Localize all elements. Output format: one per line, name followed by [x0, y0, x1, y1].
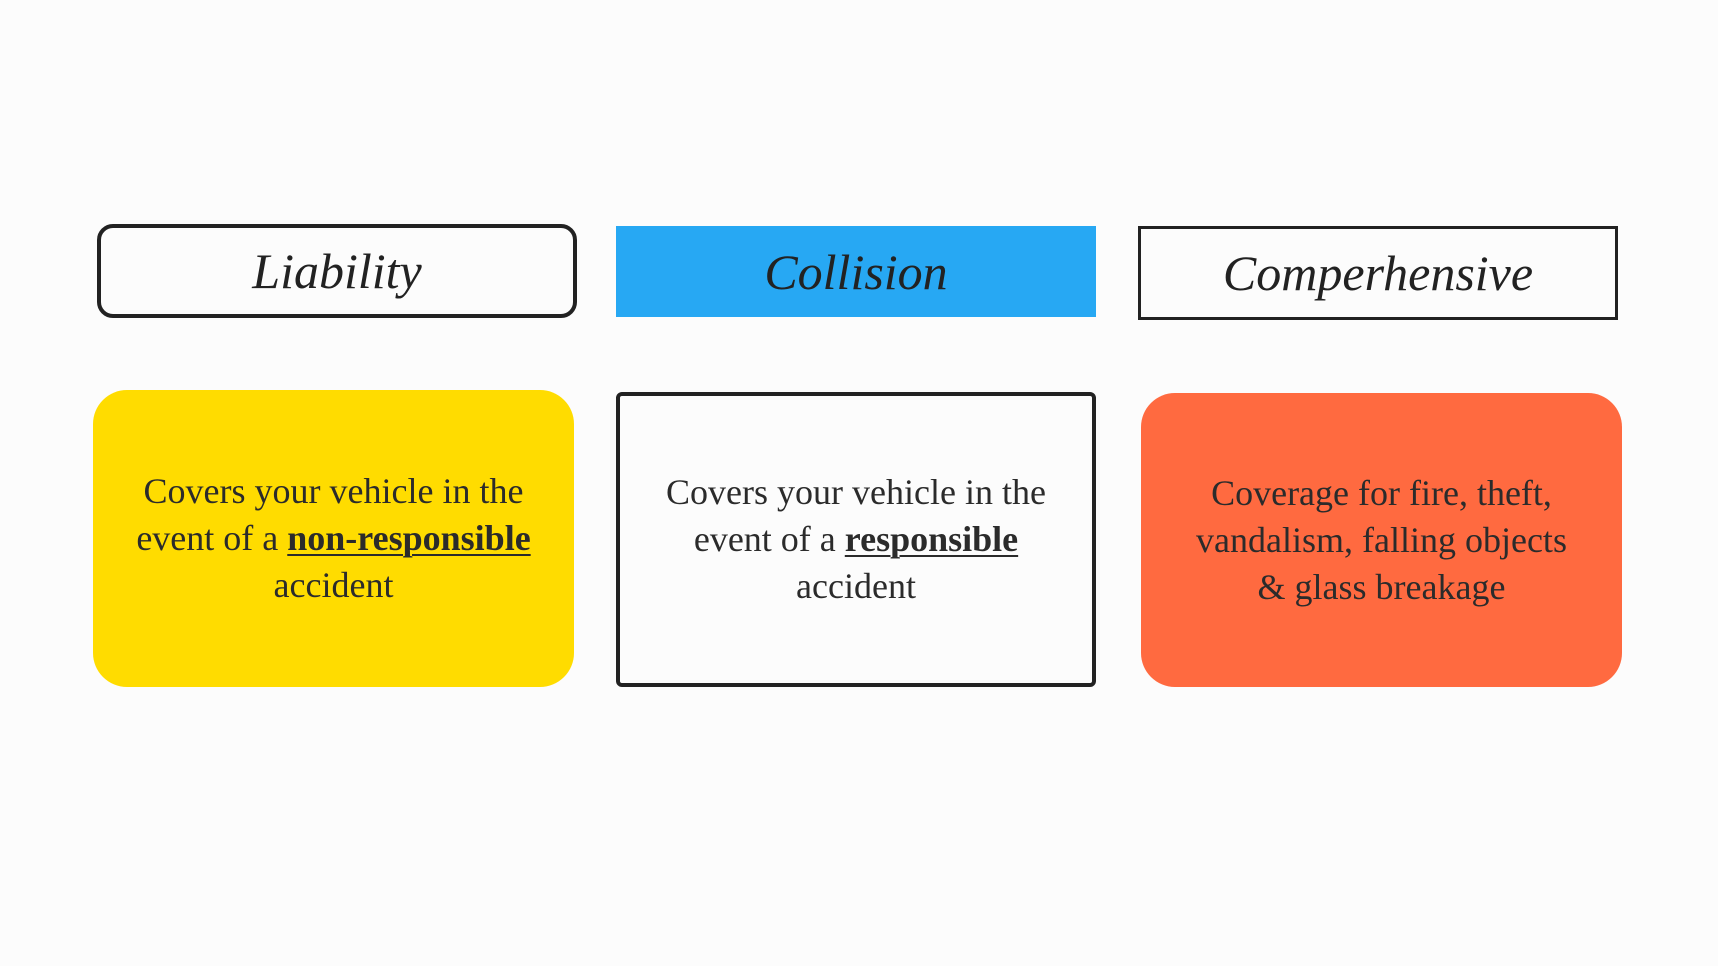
liability-emphasis: non-responsible: [287, 518, 531, 558]
collision-text-before: Covers your vehicle in the event of a: [666, 472, 1046, 559]
collision-header-label: Collision: [764, 243, 948, 300]
collision-description: Covers your vehicle in the event of a re…: [620, 469, 1092, 610]
collision-emphasis: responsible: [844, 519, 1019, 559]
comprehensive-card: Coverage for fire, theft, vandalism, fal…: [1141, 393, 1622, 687]
liability-card: Covers your vehicle in the event of a no…: [93, 390, 574, 687]
comprehensive-header: Comperhensive: [1138, 226, 1618, 320]
collision-card: Covers your vehicle in the event of a re…: [616, 392, 1096, 687]
liability-text-after: accident: [273, 565, 394, 605]
collision-text-after: accident: [796, 566, 916, 606]
liability-text-before: Covers your vehicle in the event of a: [136, 471, 524, 558]
liability-description: Covers your vehicle in the event of a no…: [93, 468, 574, 609]
liability-header: Liability: [97, 224, 577, 318]
comprehensive-description: Coverage for fire, theft, vandalism, fal…: [1196, 472, 1567, 607]
collision-header: Collision: [616, 226, 1096, 317]
liability-header-label: Liability: [252, 243, 422, 299]
comprehensive-header-label: Comperhensive: [1222, 245, 1534, 301]
